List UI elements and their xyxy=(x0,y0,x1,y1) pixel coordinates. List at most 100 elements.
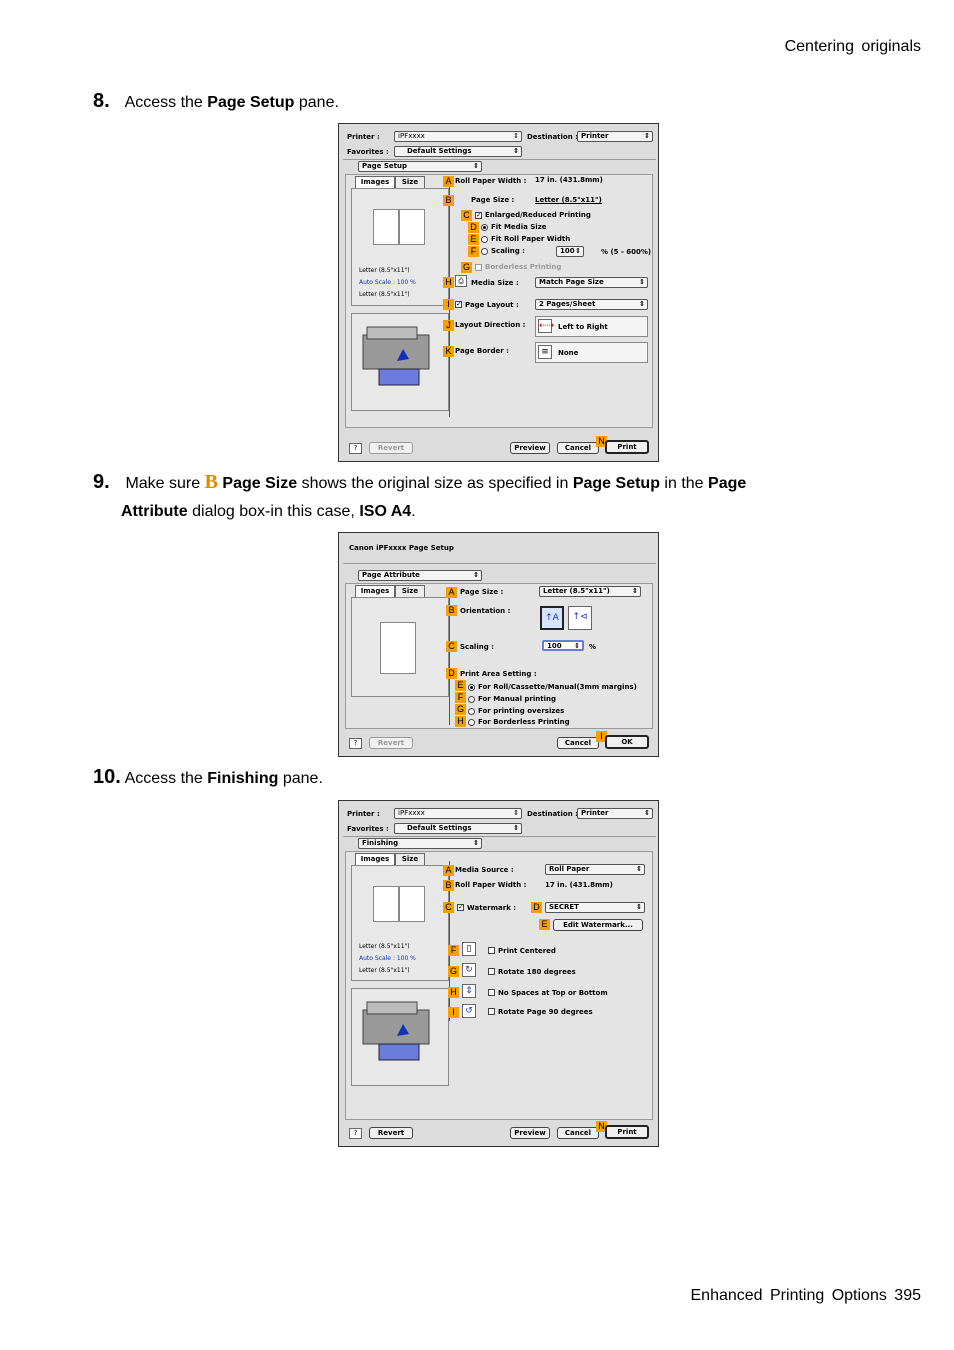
page-layout-label: Page Layout : xyxy=(465,301,519,309)
preview-button[interactable]: Preview xyxy=(510,1127,550,1139)
page-size-select[interactable]: Letter (8.5"x11") xyxy=(539,586,641,597)
tab-images[interactable]: Images xyxy=(355,585,395,597)
destination-select[interactable]: Printer xyxy=(577,131,653,142)
help-icon[interactable]: ? xyxy=(349,738,362,749)
print-area-radio[interactable] xyxy=(468,696,475,703)
fit-media-radio[interactable] xyxy=(481,224,488,231)
marker-e: E xyxy=(539,919,550,930)
page-border-select[interactable] xyxy=(535,342,648,363)
printer-illustration xyxy=(362,326,430,386)
print-area-label: Print Area Setting : xyxy=(460,670,537,678)
destination-select[interactable]: Printer xyxy=(577,808,653,819)
tab-size[interactable]: Size xyxy=(395,176,425,188)
ok-button[interactable]: OK xyxy=(605,735,649,749)
favorites-select[interactable]: Default Settings xyxy=(394,146,522,157)
pane-select[interactable]: Page Attribute xyxy=(358,570,482,581)
layout-preview-box xyxy=(351,188,449,306)
divider xyxy=(343,563,656,564)
help-icon[interactable]: ? xyxy=(349,443,362,454)
borderless-checkbox[interactable] xyxy=(475,264,482,271)
rotate-90-checkbox[interactable] xyxy=(488,1008,495,1015)
enlarged-label: Enlarged/Reduced Printing xyxy=(485,211,591,219)
marker-d: D xyxy=(531,902,542,913)
layout-direction-value: Left to Right xyxy=(558,323,608,331)
media-size-select[interactable]: Match Page Size xyxy=(535,277,648,288)
rotate-180-checkbox[interactable] xyxy=(488,968,495,975)
scaling-field[interactable]: 100 xyxy=(542,640,584,651)
marker-h: H xyxy=(443,277,454,288)
enlarged-checkbox[interactable]: ✓ xyxy=(475,211,482,219)
marker-h: H xyxy=(448,987,459,998)
layout-direction-select[interactable] xyxy=(535,316,648,337)
tab-size[interactable]: Size xyxy=(395,585,425,597)
roll-width-label: Roll Paper Width : xyxy=(455,881,527,889)
print-area-radio[interactable] xyxy=(468,719,475,726)
scaling-range: % (5 - 600%) xyxy=(601,248,652,256)
no-spaces-checkbox[interactable] xyxy=(488,989,495,996)
print-button[interactable]: Print xyxy=(605,440,649,454)
marker-g: G xyxy=(448,966,459,977)
landscape-icon[interactable]: ↑⊲ xyxy=(568,606,592,630)
cancel-button[interactable]: Cancel xyxy=(557,737,599,749)
marker-k: K xyxy=(443,346,454,357)
watermark-select[interactable]: SECRET xyxy=(545,902,645,913)
marker-c: C xyxy=(461,210,472,221)
pane-select[interactable]: Page Setup xyxy=(358,161,482,172)
print-area-option: For Borderless Printing xyxy=(478,718,570,726)
print-centered-checkbox[interactable] xyxy=(488,947,495,954)
printer-select[interactable]: iPFxxxx xyxy=(394,131,522,142)
marker-g: G xyxy=(461,262,472,273)
print-area-radio[interactable] xyxy=(468,708,475,715)
tab-size[interactable]: Size xyxy=(395,853,425,865)
printer-select[interactable]: iPFxxxx xyxy=(394,808,522,819)
marker-d: D xyxy=(446,668,457,679)
cancel-button[interactable]: Cancel xyxy=(557,1127,599,1139)
page-border-value: None xyxy=(558,349,579,357)
page-size-label: Page Size : xyxy=(460,588,504,596)
page-layout-checkbox[interactable]: ✓ xyxy=(455,300,462,308)
scaling-field[interactable]: 100 xyxy=(556,246,584,257)
media-source-select[interactable]: Roll Paper xyxy=(545,864,645,875)
revert-button[interactable]: Revert xyxy=(369,737,413,749)
print-area-radio[interactable] xyxy=(468,684,475,691)
marker-g: G xyxy=(455,704,466,715)
marker-i: I xyxy=(448,1007,459,1018)
print-button[interactable]: Print xyxy=(605,1125,649,1139)
fit-roll-radio[interactable] xyxy=(481,236,488,243)
step-bold: ISO A4 xyxy=(359,503,412,520)
watermark-checkbox[interactable]: ✓ xyxy=(457,903,464,911)
thumb-caption: Auto Scale : 100 % xyxy=(359,279,416,286)
cancel-button[interactable]: Cancel xyxy=(557,442,599,454)
pane-select[interactable]: Finishing xyxy=(358,838,482,849)
revert-button[interactable]: Revert xyxy=(369,1127,413,1139)
step-text: in the xyxy=(664,475,704,492)
no-spaces-label: No Spaces at Top or Bottom xyxy=(498,989,608,997)
marker-a: A xyxy=(443,176,454,187)
tab-images[interactable]: Images xyxy=(355,176,395,188)
help-icon[interactable]: ? xyxy=(349,1128,362,1139)
edit-watermark-button[interactable]: Edit Watermark... xyxy=(553,919,643,931)
step-bold: Finishing xyxy=(207,770,279,787)
revert-button[interactable]: Revert xyxy=(369,442,413,454)
favorites-select[interactable]: Default Settings xyxy=(394,823,522,834)
marker-b: B xyxy=(446,605,457,616)
favorites-label: Favorites : xyxy=(347,825,389,833)
page-layout-select[interactable]: 2 Pages/Sheet xyxy=(535,299,648,310)
printer-illustration xyxy=(362,1001,430,1061)
finishing-screenshot: Printer : iPFxxxx Destination : Printer … xyxy=(338,800,659,1147)
portrait-icon[interactable]: ↑A xyxy=(540,606,564,630)
rotate-90-icon: ↺ xyxy=(462,1004,476,1018)
scaling-radio[interactable] xyxy=(481,248,488,255)
marker-c: C xyxy=(443,902,454,913)
marker-c: C xyxy=(446,641,457,652)
marker-n: N xyxy=(596,1121,607,1132)
step-text: Access the xyxy=(124,770,203,787)
preview-button[interactable]: Preview xyxy=(510,442,550,454)
tab-images[interactable]: Images xyxy=(355,853,395,865)
step-text: pane. xyxy=(282,770,323,787)
step-bold: Page Size xyxy=(222,475,298,492)
borderless-label: Borderless Printing xyxy=(485,263,562,271)
page-thumbnail xyxy=(399,209,425,245)
marker-f: F xyxy=(448,945,459,956)
step-10: 10. Access the Finishing pane. xyxy=(93,763,323,793)
